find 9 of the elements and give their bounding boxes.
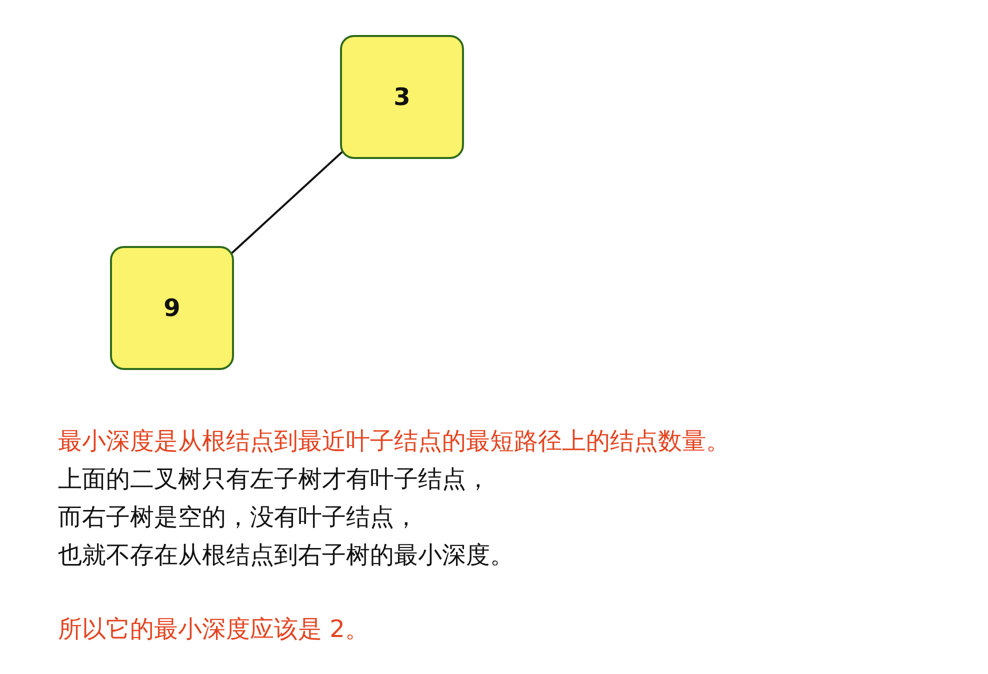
explanation-text: 所以它的最小深度应该是 2。 bbox=[58, 614, 370, 645]
explanation-text: 而右子树是空的，没有叶子结点， bbox=[58, 502, 419, 533]
explanation-text: 也就不存在从根结点到右子树的最小深度。 bbox=[58, 540, 515, 571]
node-value: 3 bbox=[394, 83, 410, 111]
tree-node-box bbox=[340, 35, 464, 159]
explanation-text: 最小深度是从根结点到最近叶子结点的最短路径上的结点数量。 bbox=[58, 426, 730, 457]
node-value: 9 bbox=[164, 294, 180, 322]
tree-node-box bbox=[110, 246, 234, 370]
explanation-text: 上面的二叉树只有左子树才有叶子结点， bbox=[58, 464, 491, 495]
